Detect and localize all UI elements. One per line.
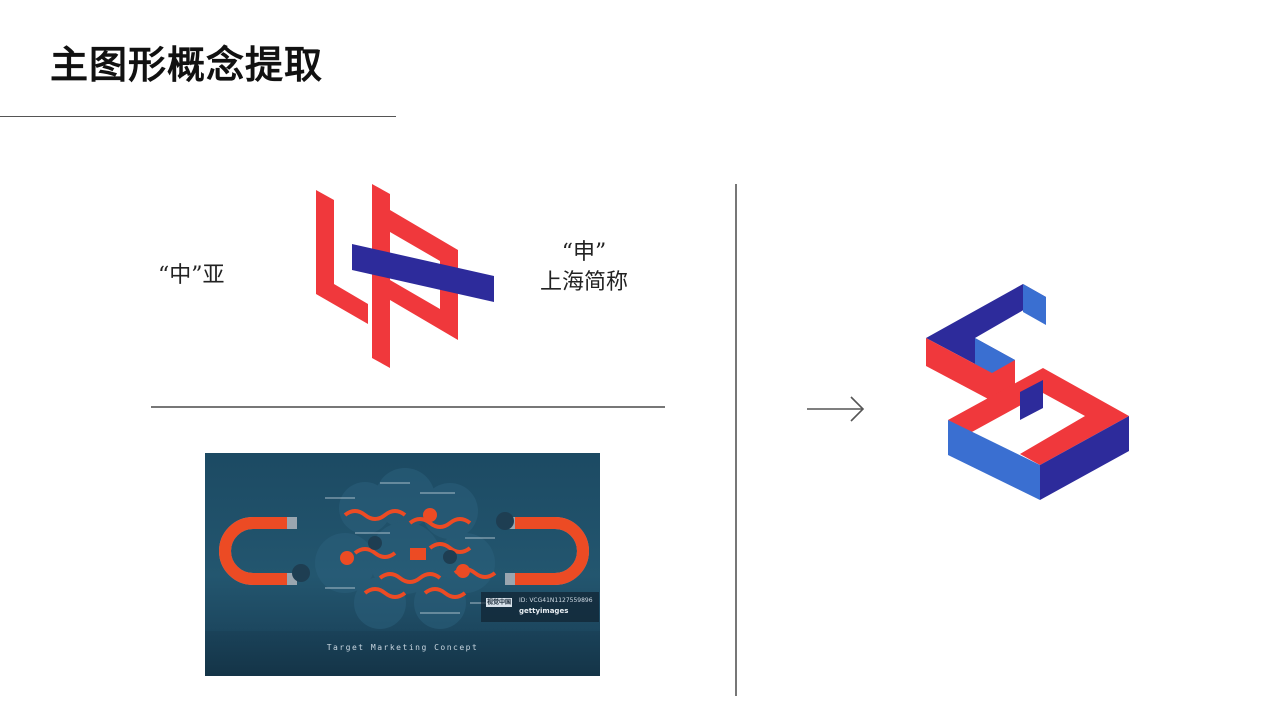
page-title: 主图形概念提取 xyxy=(50,43,324,87)
glyph-blue-bar xyxy=(352,244,494,302)
reference-photo: Target Marketing Concept 视觉中国 ID: VCG41N… xyxy=(205,453,600,676)
watermark: 视觉中国 ID: VCG41N1127559896 gettyimages xyxy=(481,592,599,622)
watermark-brand: gettyimages xyxy=(519,607,569,615)
magnet-illustration xyxy=(219,468,589,629)
photo-caption: Target Marketing Concept xyxy=(326,643,479,652)
caption-shen: “申” 上海简称 xyxy=(540,238,628,298)
right-arrow-icon xyxy=(807,396,865,422)
watermark-badge-text: 视觉中国 xyxy=(486,599,511,606)
vertical-divider xyxy=(735,184,737,696)
isometric-logo xyxy=(926,284,1129,500)
watermark-badge: 视觉中国 xyxy=(486,598,512,607)
logo-lower-piece xyxy=(948,368,1129,500)
caption-zhong: “中”亚 xyxy=(158,263,225,288)
caption-shen-char: “申” xyxy=(561,240,607,265)
title-underline xyxy=(0,116,396,117)
watermark-id: ID: VCG41N1127559896 xyxy=(519,597,593,604)
caption-shanghai-abbr: 上海简称 xyxy=(540,270,629,295)
horizontal-divider xyxy=(151,406,665,408)
zhong-shen-glyph xyxy=(316,184,494,368)
glyph-right-box xyxy=(390,210,458,340)
photo-floor xyxy=(205,631,600,676)
glyph-left-bracket xyxy=(316,190,368,324)
